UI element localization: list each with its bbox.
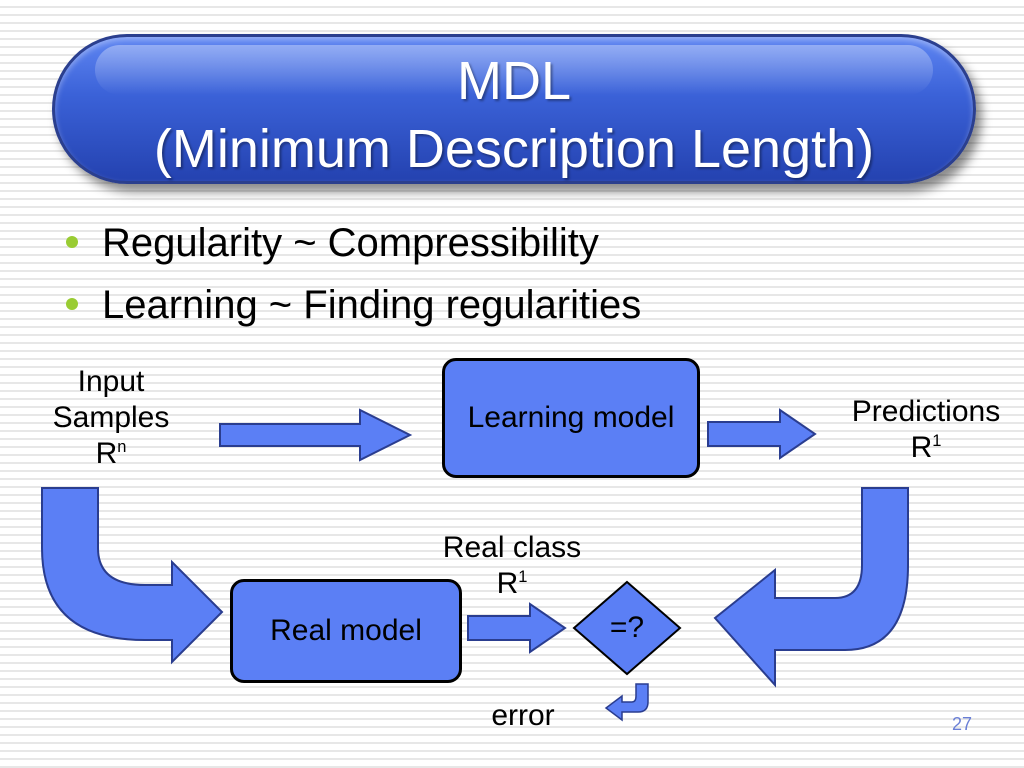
predictions-label: Predictions R1 <box>851 395 1001 464</box>
error-arrow <box>604 683 649 722</box>
error-label: error <box>491 699 555 732</box>
arrow-learning-to-predictions <box>707 408 817 460</box>
compare-label: =? <box>609 611 645 644</box>
bullet-dot-icon <box>66 236 78 248</box>
real-model-box: Real model <box>230 579 462 683</box>
title-banner: MDL (Minimum Description Length) <box>52 34 976 184</box>
curved-arrow-predictions-to-compare <box>713 487 909 688</box>
bullet-item: Regularity ~ Compressibility <box>60 212 641 274</box>
real-class-label: Real class R1 <box>442 531 582 600</box>
arrow-real-model-to-compare <box>467 602 567 654</box>
compare-diamond <box>572 580 682 676</box>
title-line-1: MDL <box>456 51 571 111</box>
title-gloss <box>95 45 933 95</box>
bullet-dot-icon <box>66 298 78 310</box>
page-number: 27 <box>951 714 972 734</box>
learning-model-box: Learning model <box>442 358 700 478</box>
title-line-2: (Minimum Description Length) <box>153 119 875 179</box>
bullet-list: Regularity ~ Compressibility Learning ~ … <box>60 212 641 336</box>
curved-arrow-input-to-real-model <box>41 487 224 665</box>
input-samples-label: Input Samples Rn <box>52 365 170 470</box>
arrow-input-to-learning <box>219 408 413 462</box>
bullet-item: Learning ~ Finding regularities <box>60 274 641 336</box>
